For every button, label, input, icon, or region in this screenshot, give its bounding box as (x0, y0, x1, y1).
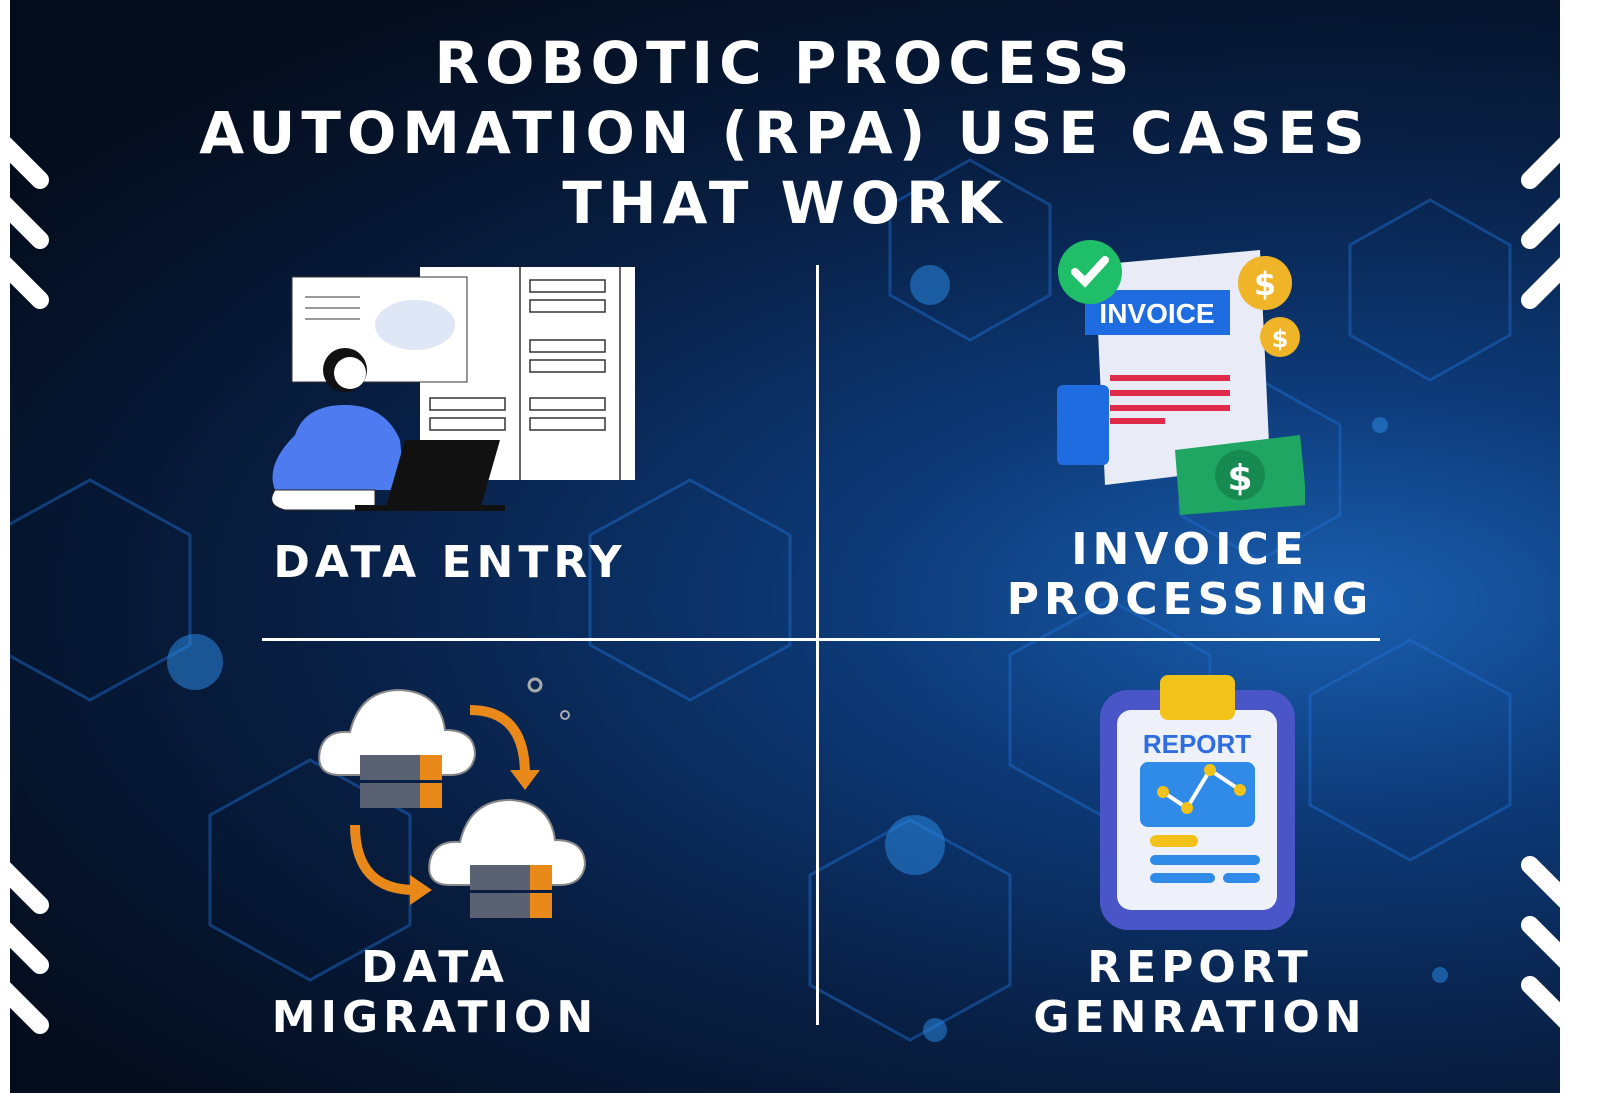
label-line: PROCESSING (1006, 574, 1374, 625)
report-heading-text: REPORT (1143, 729, 1251, 759)
stripes-decoration-bottom-right (1521, 856, 1560, 1028)
infographic-canvas: ROBOTIC PROCESS AUTOMATION (RPA) USE CAS… (10, 0, 1560, 1093)
cloud-server-migration-icon (318, 677, 587, 918)
svg-text:$: $ (1227, 458, 1252, 499)
title-line-2: AUTOMATION (RPA) USE CASES (199, 99, 1371, 167)
stripes-decoration-top-left (10, 137, 49, 309)
label-line: REPORT (1087, 942, 1313, 993)
stripes-decoration-top-right (1521, 137, 1560, 309)
vertical-divider (816, 265, 819, 1025)
hexagon-background (10, 158, 1512, 1042)
quadrant-label-invoice-processing: INVOICE PROCESSING (990, 525, 1390, 625)
label-line: DATA (361, 942, 509, 993)
svg-text:$: $ (1272, 325, 1289, 353)
label-line: INVOICE (1071, 524, 1309, 575)
title-line-3: THAT WORK (562, 169, 1008, 237)
invoice-icon: INVOICE $ $ $ (1057, 240, 1305, 515)
title-line-1: ROBOTIC PROCESS (434, 29, 1136, 97)
horizontal-divider (262, 638, 1380, 641)
report-clipboard-icon: REPORT (1100, 675, 1295, 930)
label-line: DATA ENTRY (273, 537, 627, 588)
invoice-heading-text: INVOICE (1099, 298, 1214, 329)
person-at-laptop-with-servers-icon (271, 267, 635, 511)
quadrant-label-data-migration: DATA MIGRATION (235, 943, 635, 1043)
svg-text:$: $ (1254, 265, 1276, 303)
label-line: MIGRATION (271, 992, 599, 1043)
page-title: ROBOTIC PROCESS AUTOMATION (RPA) USE CAS… (10, 28, 1560, 238)
quadrant-label-data-entry: DATA ENTRY (250, 538, 650, 588)
stripes-decoration-bottom-left (10, 862, 49, 1034)
label-line: GENRATION (1033, 992, 1367, 1043)
quadrant-label-report-generation: REPORT GENRATION (1000, 943, 1400, 1043)
